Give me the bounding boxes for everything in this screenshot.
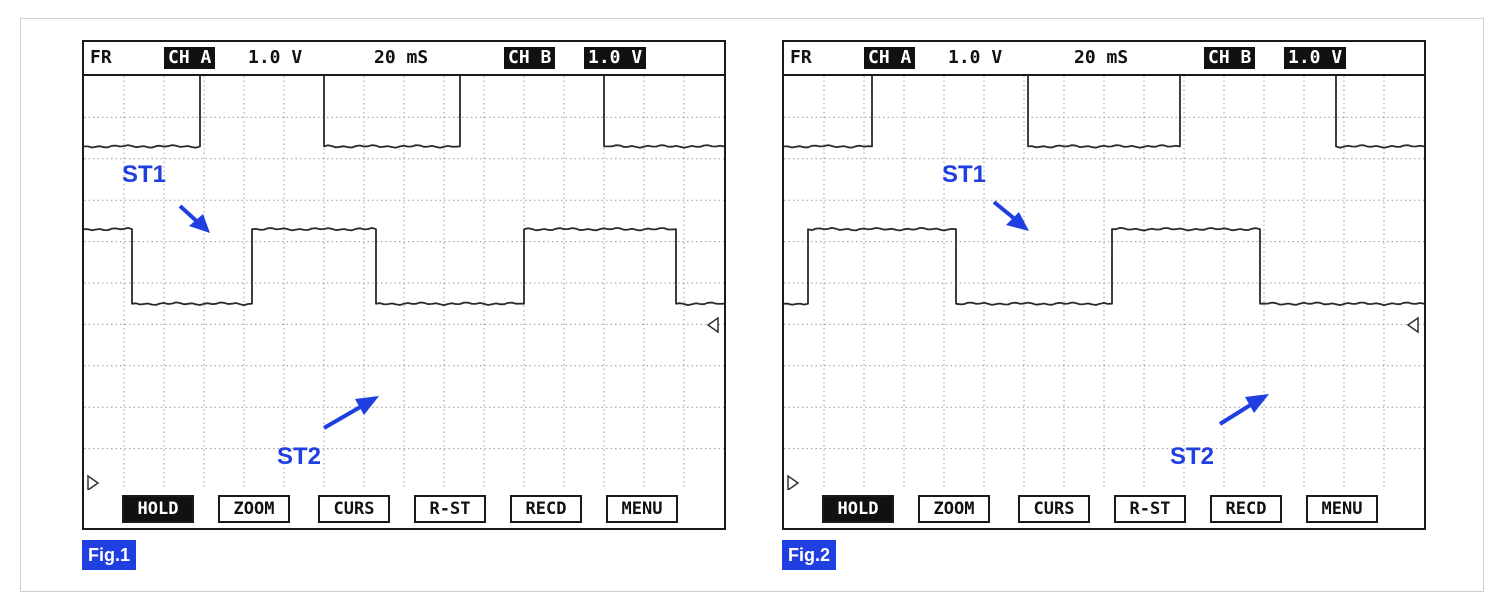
ground-marker-icon — [87, 474, 100, 490]
trigger-level-marker-icon — [1406, 316, 1419, 334]
hold-button[interactable]: HOLD — [822, 495, 894, 523]
channel-a-label[interactable]: CH A — [864, 47, 916, 69]
scope-header: FR CH A 1.0 V 20 mS CH B 1.0 V — [784, 42, 1424, 76]
figure-label-1: Fig.1 — [82, 540, 137, 570]
ground-marker-icon — [787, 474, 800, 490]
st2-arrow-shaft — [322, 404, 364, 430]
zoom-button[interactable]: ZOOM — [218, 495, 290, 523]
grid — [84, 76, 724, 490]
waveform-plot: ST1 ST2 — [784, 76, 1424, 490]
st1-annotation: ST1 — [942, 161, 986, 188]
channel-b-scale: 1.0 V — [584, 47, 647, 69]
waveform-plot: ST1 ST2 — [84, 76, 724, 490]
channel-a-scale: 1.0 V — [248, 47, 303, 68]
reset-button[interactable]: R-ST — [414, 495, 486, 523]
st2-annotation: ST2 — [277, 443, 321, 470]
channel-b-scale: 1.0 V — [1284, 47, 1347, 69]
scope-header: FR CH A 1.0 V 20 mS CH B 1.0 V — [84, 42, 724, 76]
timebase-value: 20 mS — [1074, 47, 1129, 68]
soft-key-bar: HOLD ZOOM CURS R-ST RECD MENU — [784, 490, 1424, 530]
trigger-level-marker-icon — [706, 316, 719, 334]
figure-label-2: Fig.2 — [782, 540, 837, 570]
st1-arrow-icon — [189, 214, 210, 233]
channel-b-label[interactable]: CH B — [1204, 47, 1256, 69]
st2-waveform — [784, 227, 1424, 306]
reset-button[interactable]: R-ST — [1114, 495, 1186, 523]
zoom-button[interactable]: ZOOM — [918, 495, 990, 523]
st1-annotation: ST1 — [122, 161, 166, 188]
oscilloscope-screen-fig1: FR CH A 1.0 V 20 mS CH B 1.0 V ST1 ST2 H… — [82, 40, 726, 530]
record-button[interactable]: RECD — [1210, 495, 1282, 523]
st1-arrow-icon — [1006, 212, 1029, 231]
cursor-button[interactable]: CURS — [318, 495, 390, 523]
menu-button[interactable]: MENU — [1306, 495, 1378, 523]
st2-arrow-icon — [355, 396, 379, 415]
st1-waveform — [84, 76, 724, 149]
record-button[interactable]: RECD — [510, 495, 582, 523]
timebase-value: 20 mS — [374, 47, 429, 68]
mode-label: FR — [90, 47, 112, 68]
cursor-button[interactable]: CURS — [1018, 495, 1090, 523]
channel-a-label[interactable]: CH A — [164, 47, 216, 69]
st2-annotation: ST2 — [1170, 443, 1214, 470]
st2-arrow-icon — [1245, 394, 1269, 413]
grid — [784, 76, 1424, 490]
st2-arrow-shaft — [1218, 402, 1254, 426]
st1-arrow-shaft — [992, 200, 1018, 222]
hold-button[interactable]: HOLD — [122, 495, 194, 523]
oscilloscope-screen-fig2: FR CH A 1.0 V 20 mS CH B 1.0 V ST1 ST2 H… — [782, 40, 1426, 530]
mode-label: FR — [790, 47, 812, 68]
st1-waveform — [784, 76, 1424, 149]
soft-key-bar: HOLD ZOOM CURS R-ST RECD MENU — [84, 490, 724, 530]
channel-a-scale: 1.0 V — [948, 47, 1003, 68]
channel-b-label[interactable]: CH B — [504, 47, 556, 69]
figure-frame — [20, 18, 1484, 592]
st2-waveform — [84, 227, 724, 306]
menu-button[interactable]: MENU — [606, 495, 678, 523]
